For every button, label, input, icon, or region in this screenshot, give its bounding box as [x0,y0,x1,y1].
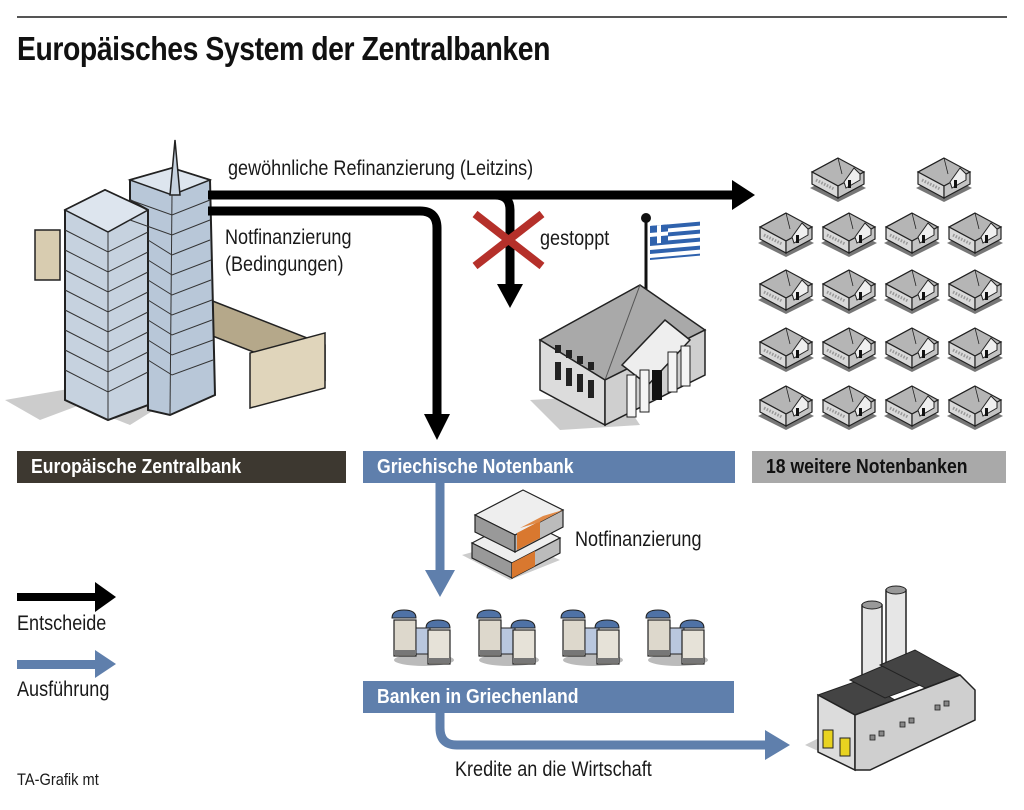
factory-icon [805,585,976,772]
ecb-node-label: Europäische Zentralbank [31,456,242,478]
emergency-financing-conditions-label: (Bedingungen) [225,253,344,276]
top-rule [17,16,1007,18]
central-bank-building-icon [882,211,942,259]
greek-banks-node: Banken in Griechenland [363,681,734,713]
central-bank-building-icon [945,211,1005,259]
regular-refinancing-label: gewöhnliche Refinanzierung (Leitzins) [228,157,534,180]
legend-execution-arrow [17,650,116,678]
emergency-money-label: Notfinanzierung [575,528,702,551]
greek-commercial-banks [391,609,709,667]
commercial-bank-icon [560,609,624,667]
emergency-financing-arrowhead [424,414,450,440]
greek-flag-icon [641,213,700,290]
central-bank-building-icon [756,268,816,316]
central-bank-building-icon [945,268,1005,316]
source-credit: TA-Grafik mt [17,770,99,789]
legend-decision-label: Entscheide [17,612,107,635]
page-title: Europäisches System der Zentralbanken [17,30,550,67]
decision-arrows [208,190,735,420]
central-bank-building-icon [945,326,1005,374]
credit-arrow [435,713,770,750]
credit-to-economy-label: Kredite an die Wirtschaft [455,758,652,781]
greek-banks-label: Banken in Griechenland [377,686,579,708]
other-central-banks-node: 18 weitere Notenbanken [752,451,1006,483]
greek-central-bank-node: Griechische Notenbank [363,451,735,483]
central-bank-building-icon [756,326,816,374]
central-bank-building-icon [882,268,942,316]
ecb-node: Europäische Zentralbank [17,451,346,483]
emergency-financing-label: Notfinanzierung [225,226,352,249]
greek-central-bank-label: Griechische Notenbank [377,456,574,478]
central-bank-building-icon [819,384,879,432]
legend-decision-arrow [17,582,116,612]
stopped-arrow [494,190,515,290]
central-bank-building-icon [819,211,879,259]
central-bank-building-icon [914,156,974,204]
central-bank-building-icon [819,268,879,316]
commercial-bank-icon [476,609,540,667]
regular-refinancing-arrowhead [732,180,755,210]
execution-arrows [435,483,770,750]
central-bank-building-icon [808,156,868,204]
central-bank-building-icon [882,384,942,432]
other-central-banks-grid [756,156,1005,432]
greek-central-bank-building-icon [530,284,707,430]
stopped-arrowhead [497,284,523,308]
legend-execution-label: Ausführung [17,678,110,701]
credit-arrowhead [765,730,790,760]
central-bank-building-icon [945,384,1005,432]
central-bank-building-icon [756,211,816,259]
emergency-money-arrowhead [425,570,455,597]
central-bank-building-icon [819,326,879,374]
emergency-financing-arrow [208,206,442,420]
euro-banknote-bundle-icon [462,489,565,580]
central-bank-building-icon [882,326,942,374]
other-central-banks-label: 18 weitere Notenbanken [766,456,968,478]
ecb-tower-icon [5,139,326,425]
stopped-label: gestoppt [540,227,610,250]
central-bank-building-icon [756,384,816,432]
cross-icon [472,210,545,270]
commercial-bank-icon [645,609,709,667]
commercial-bank-icon [391,609,455,667]
